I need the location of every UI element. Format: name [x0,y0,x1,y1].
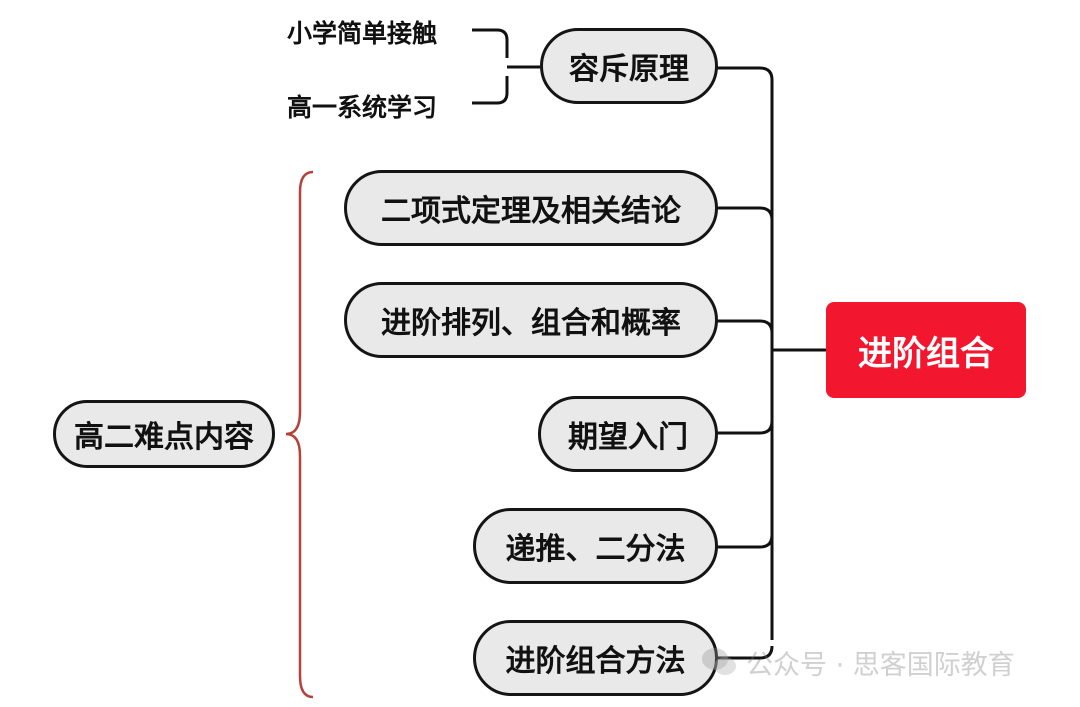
connector-jinjiepailie [717,319,774,334]
node-grade-eleven-difficulty[interactable]: 高二难点内容 [53,400,275,468]
connector-note-2 [472,76,509,105]
node-recursion-bisection[interactable]: 递推、二分法 [473,508,718,584]
watermark: 公众号 · 思客国际教育 [700,642,1015,682]
note-grade-ten: 高一系统学习 [287,93,438,122]
root-node-advanced-combinatorics[interactable]: 进阶组合 [826,302,1026,398]
connector-rongchi [717,66,774,81]
node-binomial-theorem[interactable]: 二项式定理及相关结论 [344,170,718,246]
connector-ditui [717,534,774,549]
node-inclusion-exclusion[interactable]: 容斥原理 [540,28,718,104]
connector-note-1 [472,28,509,58]
node-advanced-combinatorics[interactable]: 进阶组合方法 [473,620,718,696]
connector-erxiangshi [717,206,774,221]
watermark-text: 公众号 · 思客国际教育 [746,649,1015,681]
node-expectation-intro[interactable]: 期望入门 [538,396,718,472]
note-primary-school: 小学简单接触 [287,19,438,48]
connector-jinjiefangfa [717,645,774,660]
wechat-icon [702,648,736,675]
connector-qiwang [717,420,774,435]
group-brace [285,170,314,699]
node-advanced-permutation[interactable]: 进阶排列、组合和概率 [344,282,718,358]
